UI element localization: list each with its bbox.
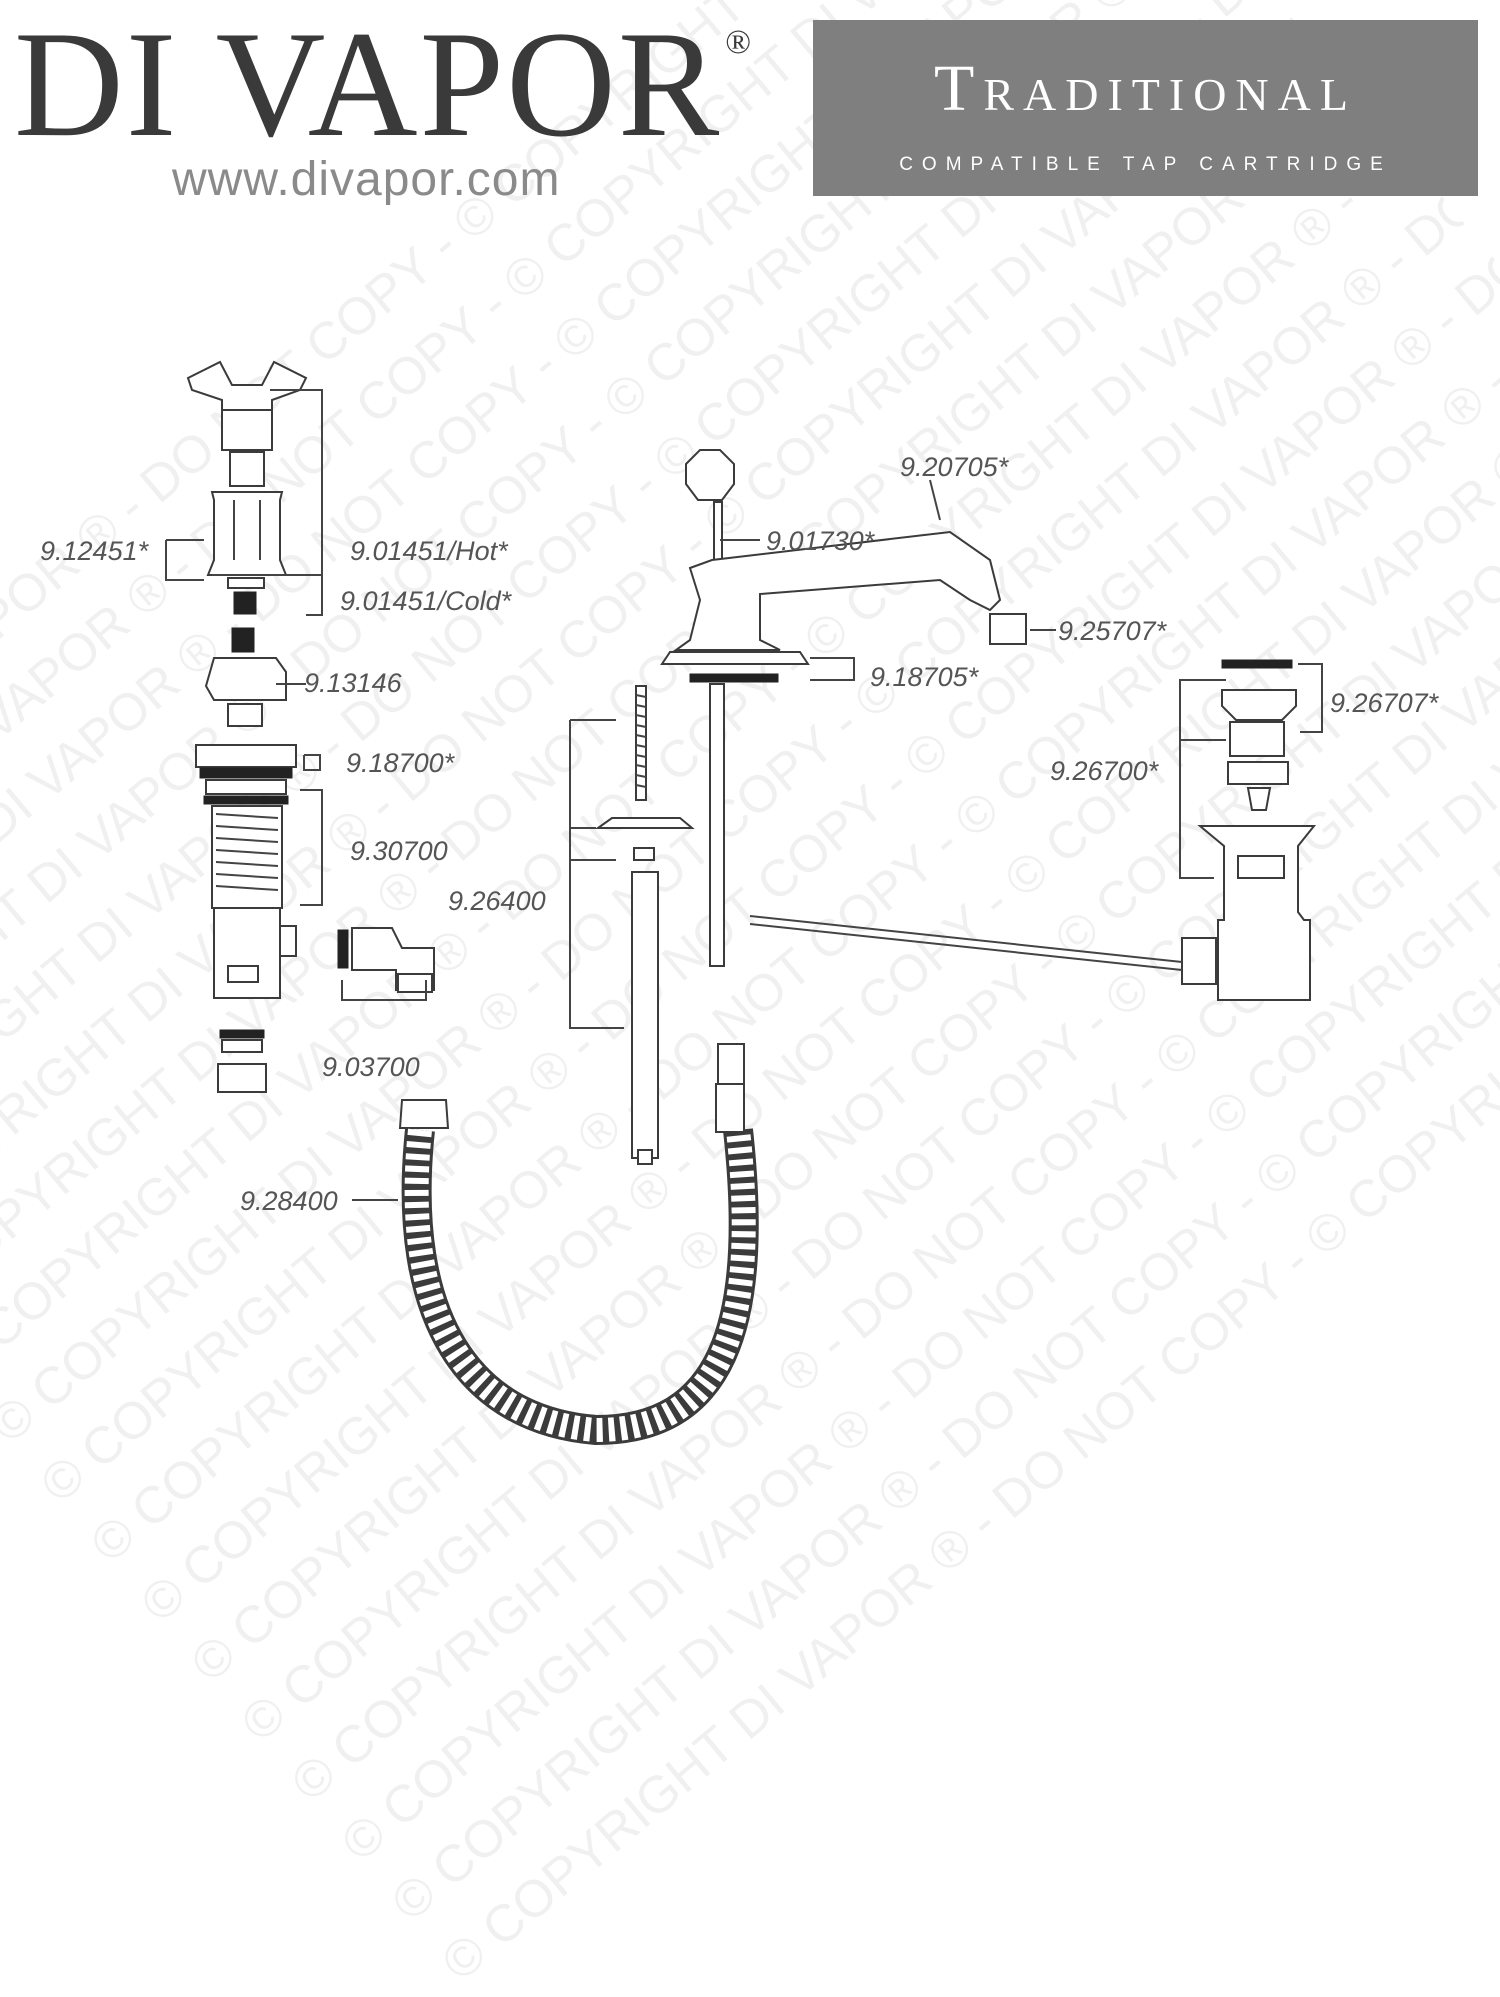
label-9-20705: 9.20705*	[900, 452, 1010, 482]
label-9-25707: 9.25707*	[1058, 616, 1168, 646]
category-banner: Traditional COMPATIBLE TAP CARTRIDGE	[813, 20, 1478, 196]
banner-title: Traditional	[934, 52, 1357, 125]
label-9-03700: 9.03700	[322, 1052, 420, 1082]
label-9-18705: 9.18705*	[870, 662, 980, 692]
brand-logo: DI VAPOR®	[14, 8, 753, 160]
label-9-26400: 9.26400	[448, 886, 546, 916]
label-9-12451: 9.12451*	[40, 536, 150, 566]
label-9-26700: 9.26700*	[1050, 756, 1160, 786]
basin-spout	[660, 449, 1056, 967]
exploded-parts-diagram: 9.12451* 9.01451/Hot* 9.01451/Cold* 9.13…	[40, 360, 1440, 1446]
popup-rod-assembly	[569, 685, 695, 1165]
brand-name: DI VAPOR	[14, 0, 722, 168]
registered-mark: ®	[725, 24, 754, 61]
cross-handle-assembly	[186, 360, 308, 1093]
elbow-connector	[337, 927, 435, 993]
label-9-18700: 9.18700*	[346, 748, 456, 778]
label-9-01451-cold: 9.01451/Cold*	[340, 586, 513, 616]
label-9-13146: 9.13146	[304, 668, 403, 698]
label-9-28400: 9.28400	[240, 1186, 338, 1216]
label-9-30700: 9.30700	[350, 836, 448, 866]
label-9-26707: 9.26707*	[1330, 688, 1440, 718]
flexible-hose	[352, 1043, 759, 1446]
label-9-01730: 9.01730*	[766, 526, 876, 556]
website-url[interactable]: www.divapor.com	[172, 153, 561, 206]
popup-waste-assembly	[749, 659, 1323, 1001]
label-9-01451-hot: 9.01451/Hot*	[350, 536, 509, 566]
banner-subtitle: COMPATIBLE TAP CARTRIDGE	[899, 154, 1392, 175]
